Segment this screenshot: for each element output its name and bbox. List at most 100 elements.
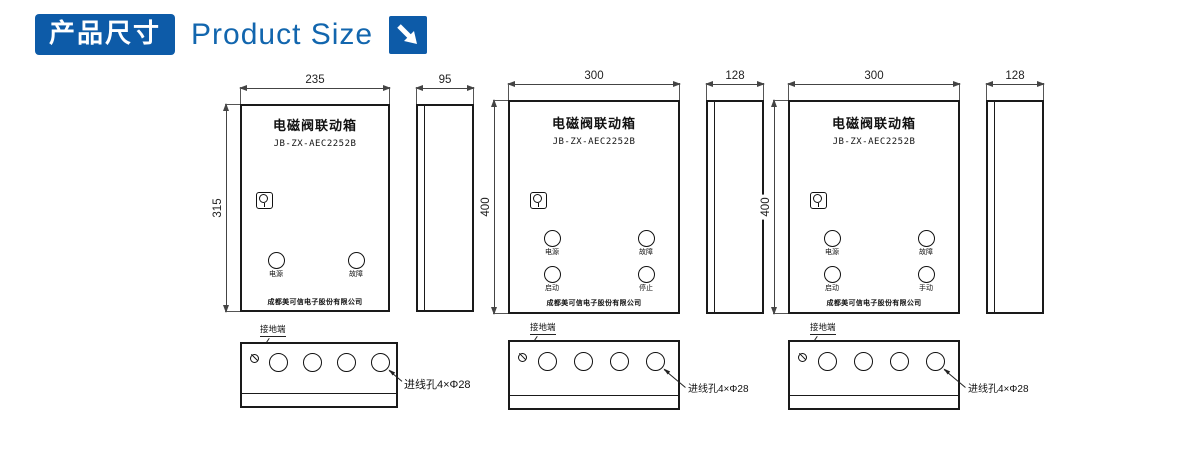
inlet-holes-label: 进线孔4×Φ28 bbox=[404, 379, 471, 391]
indicator-circle bbox=[347, 252, 365, 269]
bottom-view bbox=[508, 340, 680, 410]
indicator-manual: 手动 bbox=[906, 266, 946, 293]
cabinet-lock-icon bbox=[530, 192, 547, 209]
extension-line bbox=[493, 100, 509, 101]
extension-line bbox=[508, 83, 509, 103]
indicator-power: 电源 bbox=[256, 252, 296, 279]
ground-terminal-label: 接地端 bbox=[530, 321, 556, 335]
door-edge-line bbox=[714, 102, 715, 312]
side-width-dimension: 128 bbox=[985, 70, 1045, 103]
ground-screw bbox=[798, 353, 807, 362]
inlet-hole bbox=[269, 353, 288, 372]
inlet-hole bbox=[854, 352, 873, 371]
indicator-power: 电源 bbox=[812, 230, 852, 257]
ground-terminal-label: 接地端 bbox=[810, 321, 836, 335]
extension-line bbox=[389, 87, 390, 107]
indicator-label: 电源 bbox=[269, 271, 283, 278]
inlet-hole bbox=[646, 352, 665, 371]
indicator-circle bbox=[267, 252, 285, 269]
dimension-value: 315 bbox=[212, 195, 224, 221]
extension-line bbox=[416, 87, 417, 107]
height-dimension: 400 bbox=[760, 99, 789, 315]
dimension-value: 300 bbox=[581, 70, 607, 82]
side-width-dimension: 95 bbox=[415, 74, 475, 107]
company-name: 成都美可信电子股份有限公司 bbox=[546, 300, 642, 307]
indicator-circle bbox=[637, 230, 655, 247]
indicator-label: 停止 bbox=[639, 285, 653, 292]
dimension-value: 128 bbox=[1002, 70, 1028, 82]
inlet-hole bbox=[371, 353, 390, 372]
extension-line bbox=[706, 83, 707, 103]
extension-line bbox=[959, 83, 960, 103]
indicator-stop: 停止 bbox=[626, 266, 666, 293]
inlet-holes-label: 进线孔4×Φ28 bbox=[968, 384, 1029, 395]
box-title: 电磁阀联动箱 bbox=[551, 116, 636, 131]
door-edge-line bbox=[424, 106, 425, 310]
inlet-hole bbox=[890, 352, 909, 371]
flange-line bbox=[790, 395, 958, 396]
indicator-circle bbox=[543, 266, 561, 283]
indicator-label: 电源 bbox=[825, 249, 839, 256]
flange-line bbox=[510, 395, 678, 396]
indicator-label: 电源 bbox=[545, 249, 559, 256]
extension-line bbox=[773, 313, 789, 314]
indicator-circle bbox=[917, 230, 935, 247]
ground-terminal-label: 接地端 bbox=[260, 323, 286, 337]
height-dimension: 400 bbox=[480, 99, 509, 315]
indicator-label: 启动 bbox=[825, 285, 839, 292]
width-dimension: 235 bbox=[239, 74, 391, 107]
indicator-label: 启动 bbox=[545, 285, 559, 292]
inlet-hole bbox=[574, 352, 593, 371]
indicator-label: 故障 bbox=[639, 249, 653, 256]
side-view bbox=[416, 104, 474, 312]
dimension-value: 400 bbox=[480, 194, 492, 220]
ground-screw bbox=[250, 354, 259, 363]
extension-line bbox=[493, 313, 509, 314]
indicator-start: 启动 bbox=[532, 266, 572, 293]
box-title: 电磁阀联动箱 bbox=[272, 118, 357, 133]
side-view bbox=[706, 100, 764, 314]
indicator-label: 故障 bbox=[349, 271, 363, 278]
height-dimension: 315 bbox=[212, 103, 241, 313]
indicator-circle bbox=[823, 266, 841, 283]
inlet-hole bbox=[337, 353, 356, 372]
dimension-value: 235 bbox=[302, 74, 328, 86]
extension-line bbox=[225, 311, 241, 312]
extension-line bbox=[240, 87, 241, 107]
extension-line bbox=[773, 100, 789, 101]
ground-screw bbox=[518, 353, 527, 362]
indicator-power: 电源 bbox=[532, 230, 572, 257]
box-model: JB-ZX-AEC2252B bbox=[552, 137, 636, 147]
box-model: JB-ZX-AEC2252B bbox=[273, 139, 357, 149]
inlet-holes-label: 进线孔4×Φ28 bbox=[688, 384, 749, 395]
indicator-circle bbox=[543, 230, 561, 247]
dimension-value: 128 bbox=[722, 70, 748, 82]
cabinet-lock-icon bbox=[256, 192, 273, 209]
extension-line bbox=[788, 83, 789, 103]
front-view: 电磁阀联动箱 JB-ZX-AEC2252B 电源 故障 启动 停止 成都美可信电… bbox=[508, 100, 680, 314]
width-dimension: 300 bbox=[507, 70, 681, 103]
extension-line bbox=[1043, 83, 1044, 103]
bottom-view bbox=[240, 342, 398, 408]
section-badge: 产品尺寸 bbox=[35, 14, 176, 56]
front-view: 电磁阀联动箱 JB-ZX-AEC2252B 电源 故障 启动 手动 成都美可信电… bbox=[788, 100, 960, 314]
inlet-hole bbox=[818, 352, 837, 371]
flange-line bbox=[242, 393, 396, 394]
company-name: 成都美可信电子股份有限公司 bbox=[267, 299, 363, 306]
width-dimension: 300 bbox=[787, 70, 961, 103]
indicator-circle bbox=[823, 230, 841, 247]
extension-line bbox=[473, 87, 474, 107]
diagonal-arrow-icon bbox=[389, 15, 428, 54]
cabinet-lock-icon bbox=[810, 192, 827, 209]
company-name: 成都美可信电子股份有限公司 bbox=[826, 300, 922, 307]
section-title: Product Size bbox=[191, 17, 374, 51]
indicator-fault: 故障 bbox=[626, 230, 666, 257]
dimension-value: 400 bbox=[760, 194, 772, 220]
extension-line bbox=[679, 83, 680, 103]
indicator-circle bbox=[637, 266, 655, 283]
extension-line bbox=[225, 104, 241, 105]
indicator-circle bbox=[917, 266, 935, 283]
dimension-value: 95 bbox=[435, 74, 455, 86]
door-edge-line bbox=[994, 102, 995, 312]
inlet-hole bbox=[926, 352, 945, 371]
